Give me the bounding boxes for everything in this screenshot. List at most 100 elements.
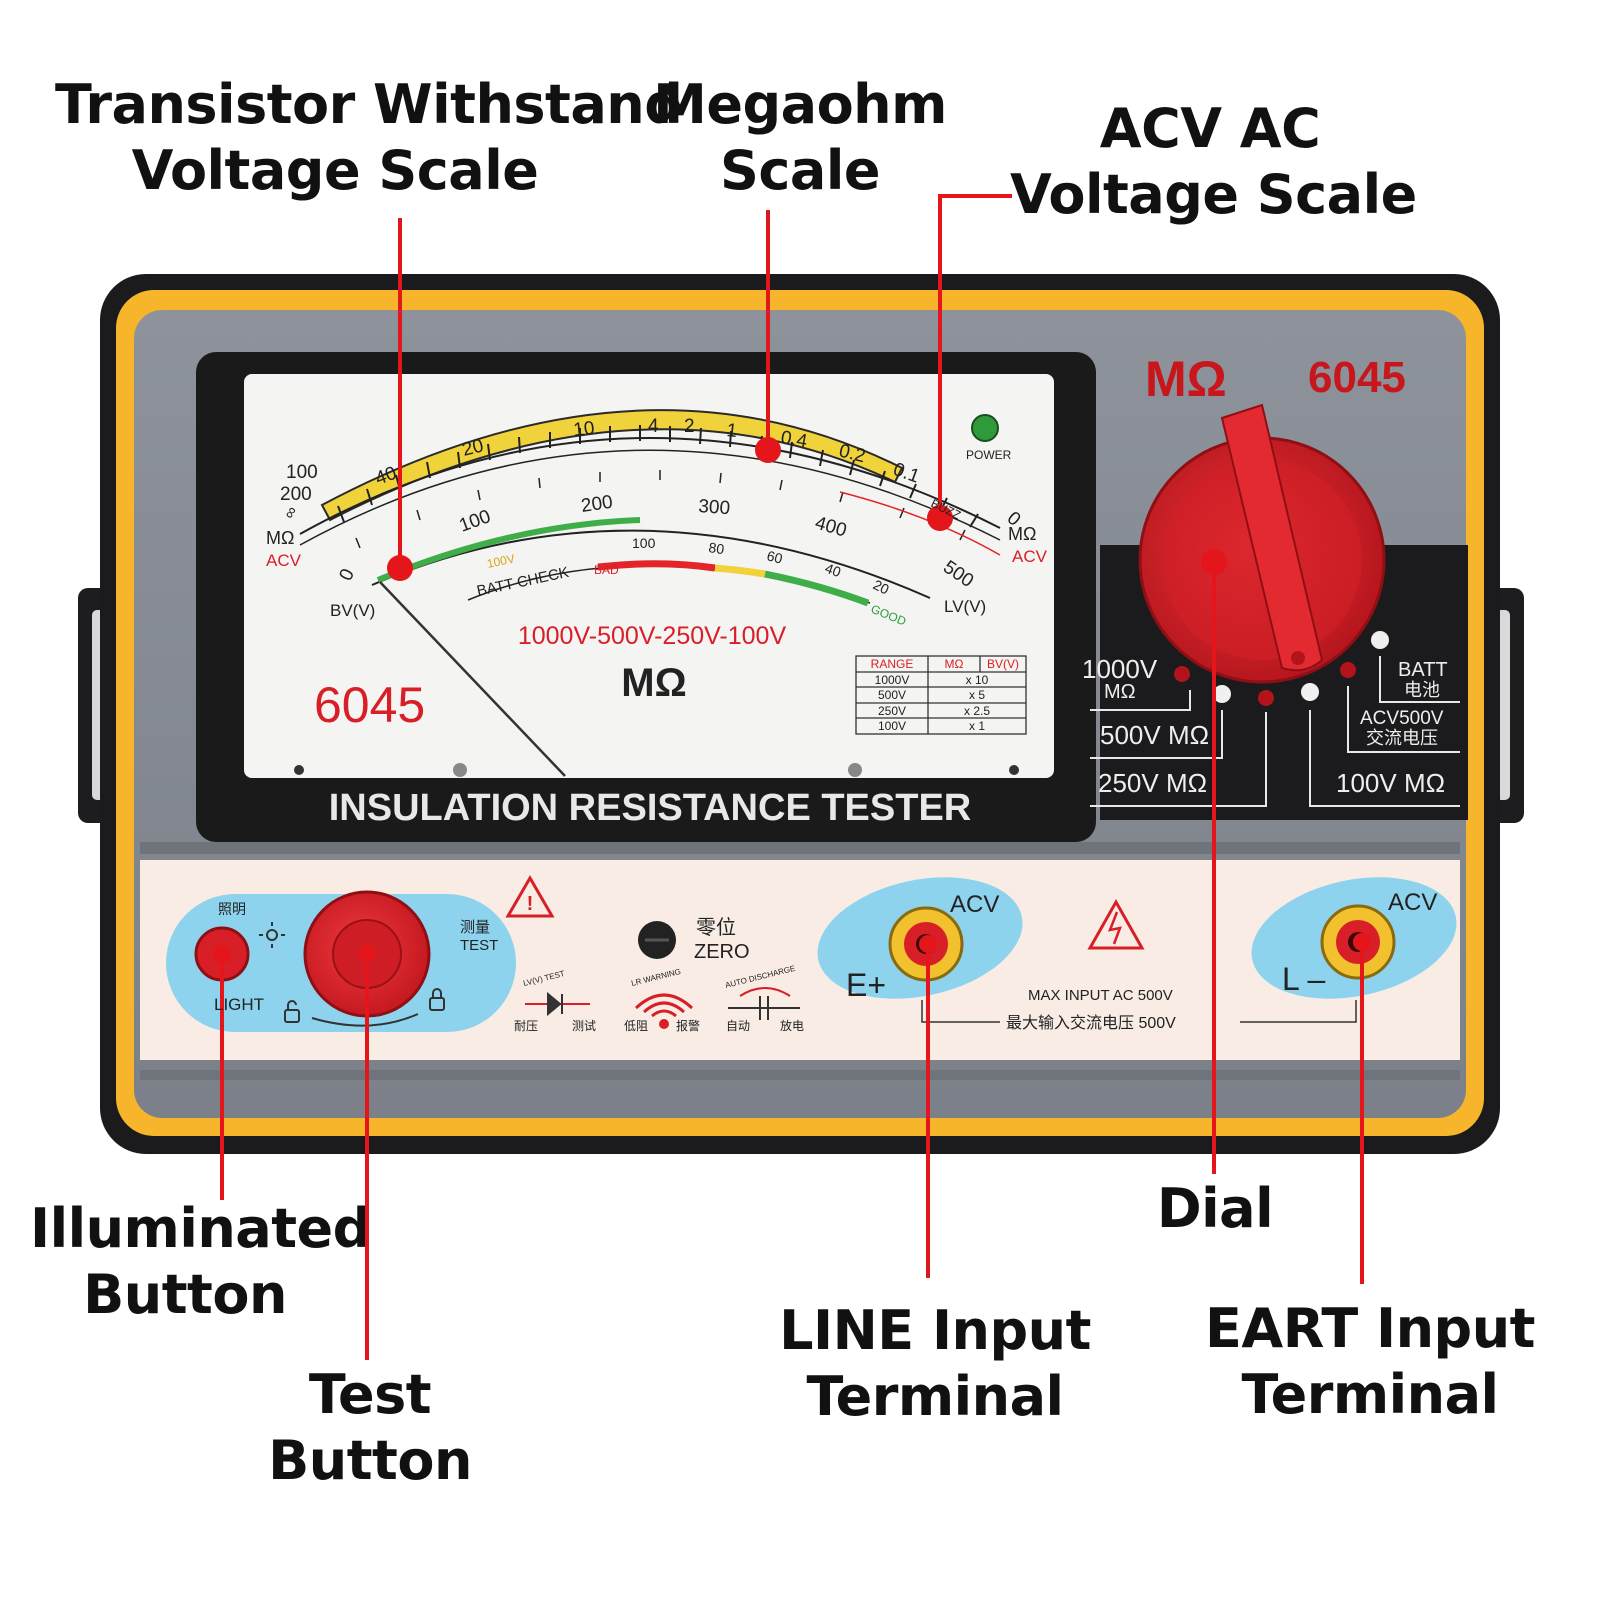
high-voltage-icon [1087,898,1145,950]
svg-text:低阻: 低阻 [624,1019,648,1033]
meter-unit-acv-left: ACV [266,551,302,570]
svg-text:测试: 测试 [572,1018,596,1033]
callout-line: Megaohm [653,73,947,136]
svg-text:ZERO: ZERO [694,941,750,963]
svg-text:500V: 500V [878,688,906,702]
svg-text:零位: 零位 [696,916,736,939]
batt-check-arc [371,529,931,599]
range-line: 1000V-500V-250V-100V [518,622,787,650]
svg-text:照明: 照明 [218,901,246,917]
callout-acv-voltage-scale: ACV AC Voltage Scale [1010,96,1417,228]
svg-text:200: 200 [580,492,614,517]
svg-text:!: ! [527,893,534,915]
meter-unit-bv: BV(V) [330,601,375,620]
svg-text:100V: 100V [878,719,906,733]
svg-text:0.4: 0.4 [779,427,809,452]
callout-illuminated-button: Illuminated Button [30,1196,371,1328]
power-led [971,414,999,442]
callout-line: EART Input [1205,1297,1535,1360]
callout-transistor-withstand-voltage-scale: Transistor Withstand Voltage Scale [55,72,683,204]
lock-icon [284,988,445,1023]
svg-text:E+: E+ [846,967,886,1003]
svg-text:80: 80 [708,539,726,557]
callout-line: LINE Input [779,1299,1091,1362]
svg-text:1: 1 [725,420,738,442]
callout-leader-lines [220,194,1364,1360]
batt-scale-labels: 100 80 60 40 20 [632,535,892,598]
svg-text:MΩ: MΩ [945,657,964,671]
callout-dial: Dial [1130,1176,1300,1242]
svg-text:100: 100 [632,535,656,551]
svg-text:x 1: x 1 [969,719,985,733]
dial-position-labels: 1000V MΩ 500V MΩ 250V MΩ 100V MΩ BATT 电池… [1082,654,1448,798]
svg-text:耐压: 耐压 [514,1019,538,1033]
callout-line: Transistor Withstand [55,73,683,136]
control-labels: 照明 LIGHT 测量 TEST 零位 ZERO LV(V) TEST 耐压 测… [214,889,1437,1033]
scale-ticks [337,425,979,528]
svg-text:ACV500V: ACV500V [1360,708,1444,729]
svg-text:20: 20 [460,435,486,460]
power-label: POWER [966,448,1012,462]
wifi-warning-icon [634,993,694,1018]
callout-line: Terminal [1241,1362,1499,1426]
callout-line: Terminal [806,1364,1064,1428]
svg-text:放电: 放电 [780,1018,804,1033]
svg-text:MΩ: MΩ [1104,681,1136,703]
brand-model: 6045 [1308,353,1406,402]
dial-pointer[interactable] [1220,403,1324,672]
svg-text:ACV: ACV [1388,889,1437,916]
discharge-icon [728,987,800,1020]
meter-unit-big: MΩ [621,661,686,705]
callout-line: Voltage Scale [131,138,539,202]
svg-text:x 2.5: x 2.5 [964,704,990,718]
range-table-text: RANGE MΩ BV(V) 1000V x 10 500V x 5 250V … [871,657,1019,733]
svg-text:BATT: BATT [1398,659,1448,681]
callout-line: Button [268,1428,472,1492]
callout-line: Voltage Scale [1010,162,1417,226]
callout-line: Scale [720,138,880,202]
meter-needle [379,581,566,777]
megaohm-scale-band [320,409,904,522]
svg-text:300: 300 [698,496,731,519]
svg-text:测量: 测量 [460,919,490,936]
svg-text:500V MΩ: 500V MΩ [1100,720,1209,750]
svg-text:交流电压: 交流电压 [1366,728,1438,748]
meter-scale-labels: 100 200 40 20 10 4 2 1 0.4 0.2 0.1 ∞ [280,416,922,522]
svg-text:最大输入交流电压 500V: 最大输入交流电压 500V [1006,1014,1176,1032]
callout-test-button: Test Button [250,1362,490,1494]
meter-unit-acv-right: ACV [1012,547,1048,566]
warning-icon [505,875,555,918]
svg-text:ACV: ACV [950,891,999,918]
callout-dots [213,437,1371,963]
svg-text:100: 100 [286,462,318,483]
svg-text:40: 40 [823,560,843,580]
sun-icon [259,922,285,948]
callout-megaohm-scale: Megaohm Scale [650,72,950,204]
svg-text:60: 60 [765,547,784,566]
svg-text:LIGHT: LIGHT [214,995,264,1014]
callout-eart-input-terminal: EART Input Terminal [1205,1296,1535,1428]
svg-text:250V MΩ: 250V MΩ [1098,768,1207,798]
meter-unit-mo-left: MΩ [266,528,294,548]
svg-text:BV(V): BV(V) [987,657,1019,671]
bad-label: BAD [594,563,619,577]
callout-line: Button [83,1262,287,1326]
svg-text:自动: 自动 [726,1019,750,1033]
svg-text:TEST: TEST [460,937,498,954]
meter-face [244,374,1054,778]
svg-text:10: 10 [572,418,595,441]
callout-line: ACV AC [1099,97,1321,160]
v100-label: 100V [486,551,516,571]
meter-unit-mo-right: MΩ [1008,524,1036,544]
range-table [855,655,1027,735]
svg-text:x 10: x 10 [966,673,989,687]
lv-test-icon [525,991,590,1017]
svg-text:x 5: x 5 [969,688,985,702]
svg-text:1000V: 1000V [1082,654,1158,684]
svg-text:2: 2 [684,416,695,437]
svg-text:250V: 250V [878,704,906,718]
svg-text:100V MΩ: 100V MΩ [1336,768,1445,798]
svg-text:20: 20 [871,576,892,597]
svg-text:200: 200 [280,484,312,505]
